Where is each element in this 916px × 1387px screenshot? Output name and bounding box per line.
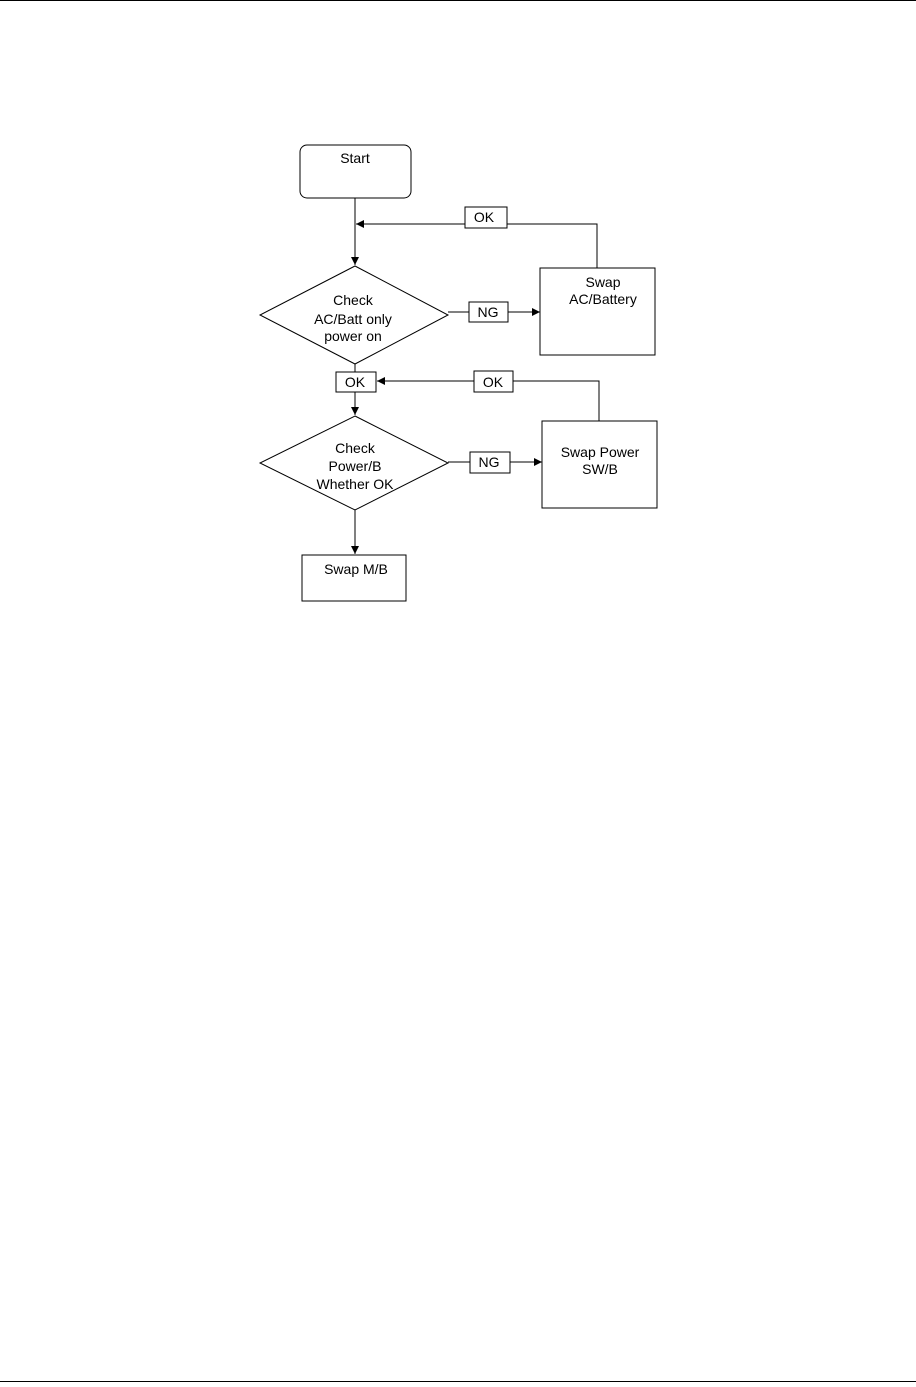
- header-rule: [0, 0, 916, 1]
- connector-ok-return-1: OK: [356, 206, 598, 268]
- check-ac-line-2: AC/Batt only: [314, 311, 392, 327]
- check-power-line-3: Whether OK: [316, 476, 394, 492]
- ok-return-1-label: OK: [474, 209, 495, 225]
- check-power-line-2: Power/B: [329, 458, 382, 474]
- swap-mb-label: Swap M/B: [324, 561, 388, 577]
- ng-2-box: [469, 451, 511, 474]
- ok-return-2-box: [473, 370, 514, 393]
- swap-power-line-1: Swap Power: [561, 444, 640, 460]
- ok-return-2-label: OK: [483, 374, 504, 390]
- swap-power-box: Swap Power SW/B: [541, 420, 658, 509]
- footer-rule: [0, 1381, 916, 1382]
- check-ac-line-3: power on: [324, 328, 382, 344]
- swap-ac-battery-box: Swap AC/Battery: [539, 267, 656, 356]
- ok-down-label: OK: [345, 374, 366, 390]
- swap-power-line-2: SW/B: [582, 461, 618, 477]
- ok-down-box: [335, 371, 377, 393]
- ng-2-label: NG: [479, 454, 500, 470]
- connector-check-ac-to-check-power: OK: [335, 364, 377, 415]
- check-power-decision: Check Power/B Whether OK: [258, 415, 450, 511]
- start-label: Start: [340, 150, 370, 166]
- check-power-line-1: Check: [335, 440, 376, 456]
- check-ac-decision: Check AC/Batt only power on: [258, 265, 450, 365]
- ok-return-1-box: [464, 206, 508, 229]
- connector-ng-2: NG: [448, 451, 542, 474]
- start-node: Start: [299, 144, 412, 199]
- connector-ok-return-2: OK: [377, 370, 600, 421]
- swap-ac-line-1: Swap: [585, 274, 620, 290]
- connector-ng-1: NG: [448, 301, 540, 323]
- check-ac-line-1: Check: [333, 292, 374, 308]
- swap-ac-line-2: AC/Battery: [569, 291, 637, 307]
- swap-mb-box: Swap M/B: [301, 554, 407, 602]
- ng-1-box: [468, 301, 509, 323]
- ng-1-label: NG: [478, 304, 499, 320]
